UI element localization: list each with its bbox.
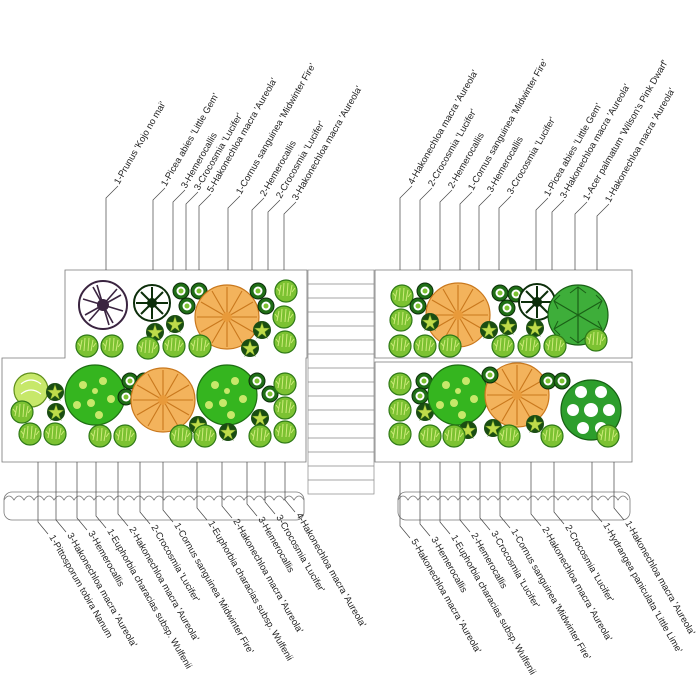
leader-line [439, 462, 451, 535]
hedge-left [3, 491, 305, 521]
leader-line [613, 462, 625, 521]
leader-line [459, 191, 473, 270]
leader-line [117, 462, 129, 527]
plant-label: 1-Prunus 'Kojo no mai' [111, 99, 167, 186]
leader-line [283, 201, 297, 270]
leader-line [139, 462, 151, 525]
hedge-right [397, 491, 631, 521]
leader-line [478, 193, 492, 270]
leader-line [246, 462, 258, 517]
leader-line [399, 185, 413, 270]
plants-lower-right [388, 362, 622, 448]
leader-line [499, 462, 511, 529]
plants-lower-left [10, 364, 297, 448]
leader-line [479, 462, 491, 531]
prunus-symbol [78, 280, 128, 330]
leader-line [251, 197, 265, 270]
leader-line [152, 187, 166, 270]
leader-line [221, 462, 233, 519]
leader-line [574, 201, 588, 270]
leader-line [76, 462, 88, 531]
leader-line [196, 462, 208, 521]
leader-line [55, 462, 67, 533]
hemerocallis-symbol [172, 282, 190, 300]
leader-line [95, 462, 107, 529]
leader-line [591, 462, 603, 523]
leader-line [172, 189, 186, 270]
leader-line [267, 199, 281, 270]
plant-label: 3-Hakonechloa macra 'Aureola' [289, 84, 364, 202]
leader-line [419, 187, 433, 270]
leader-line [553, 462, 565, 525]
leader-line [37, 462, 49, 535]
leader-line [264, 462, 276, 515]
plant-label: 1-Cornus sanguinea 'Midwinter Fire' [465, 57, 549, 192]
picea-symbol [133, 284, 171, 322]
leader-line [227, 195, 241, 270]
leader-line [185, 191, 199, 270]
leader-line [399, 462, 411, 539]
labels-top-right: 4-Hakonechloa macra 'Aureola'2-Crocosmia… [399, 57, 677, 270]
central-path-steps [307, 269, 375, 495]
leader-line [439, 189, 453, 270]
leader-line [459, 462, 471, 533]
leader-line [596, 203, 610, 270]
plants-upper-right [388, 282, 609, 358]
euphorbia-symbol [64, 364, 126, 426]
leader-line [198, 193, 212, 270]
leader-line [530, 462, 542, 527]
leader-line [284, 462, 296, 513]
leader-line [551, 199, 565, 270]
leader-line [419, 462, 431, 537]
hakonechloa-symbol [75, 334, 99, 358]
leader-line [105, 185, 119, 270]
leader-line [498, 195, 512, 270]
leader-line [535, 197, 549, 270]
plants-upper-left [75, 279, 298, 360]
labels-top-left: 1-Prunus 'Kojo no mai'1-Picea abies 'Lit… [105, 61, 364, 270]
leader-line [162, 462, 174, 523]
